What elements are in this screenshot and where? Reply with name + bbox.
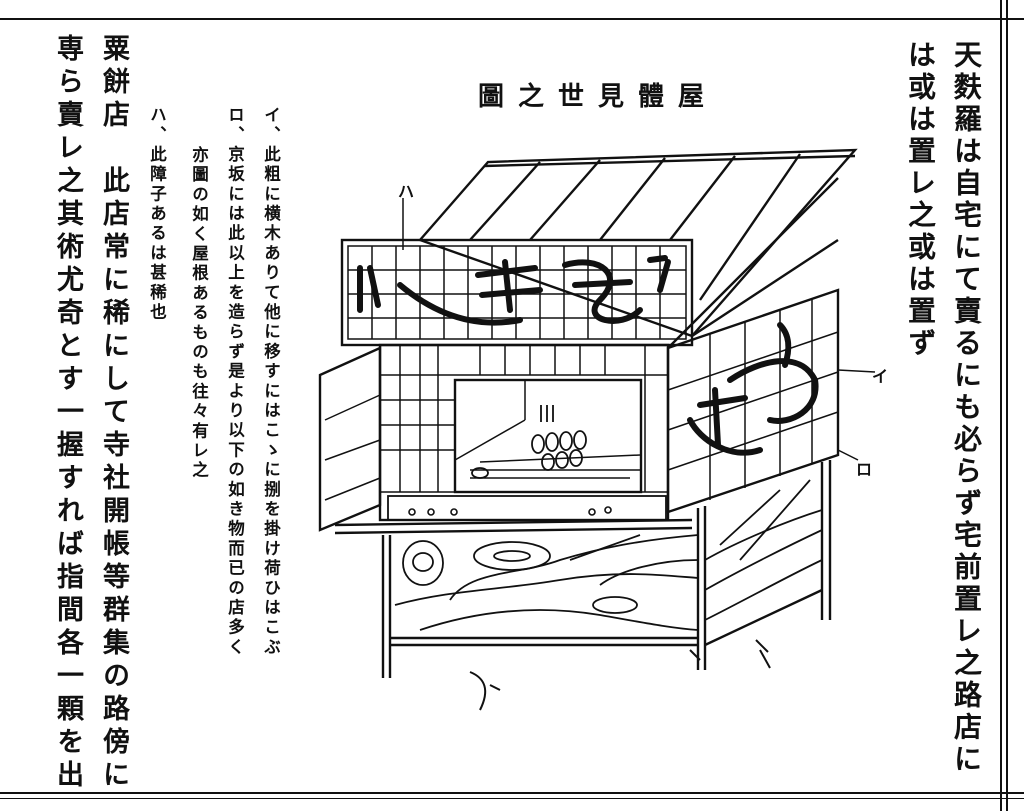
top-border (0, 18, 1024, 20)
bottom-border (0, 792, 1024, 794)
food-items (471, 405, 587, 479)
label-ro: ロ (856, 460, 873, 479)
side-panel (666, 177, 840, 514)
label-i: イ (872, 367, 889, 386)
wood-grain (394, 479, 823, 631)
note-ro: ロ、京坂には此以上を造らず是より以下の如き物而已の店多く (225, 106, 245, 658)
right-border-outer (1006, 0, 1008, 811)
figure-title: 屋體見世之圖 (478, 82, 719, 112)
right-column-text-2: は或は置レ之或は置ず (904, 40, 937, 360)
note-ha: ハ、此障子あるは甚稀也 (147, 106, 167, 323)
top-sign-board (340, 238, 694, 347)
note-ro-cont: 亦圖の如く屋根あるものも往々有レ之 (189, 146, 209, 481)
label-i-leader (837, 369, 876, 373)
sign-calligraphy (357, 255, 671, 326)
stall-base (381, 460, 832, 678)
right-column-text-1: 天麩羅は自宅にて賣るにも必らず宅前置レ之路店に (950, 40, 983, 776)
left-shutter (318, 346, 382, 532)
bottom-border-inner (0, 798, 1024, 799)
label-ro-leader (837, 449, 859, 461)
ground-marks (469, 639, 771, 711)
right-border (1000, 0, 1002, 811)
roof (417, 148, 858, 338)
stall-front (378, 343, 670, 522)
note-i: イ、此粗に横木ありて他に移すにはこゝに捌を掛け荷ひはこぶ (261, 106, 281, 658)
counter-board (334, 518, 693, 527)
side-sign-calligraphy (687, 322, 819, 456)
left-column-text-2: 専ら賣レ之其術尤奇とす一握すれば指間各一顆を出 (52, 34, 83, 793)
left-column-text-1: 粟餅店 此店常に稀にして寺社開帳等群集の路傍に (98, 34, 129, 793)
label-ha: ハ (398, 182, 415, 201)
